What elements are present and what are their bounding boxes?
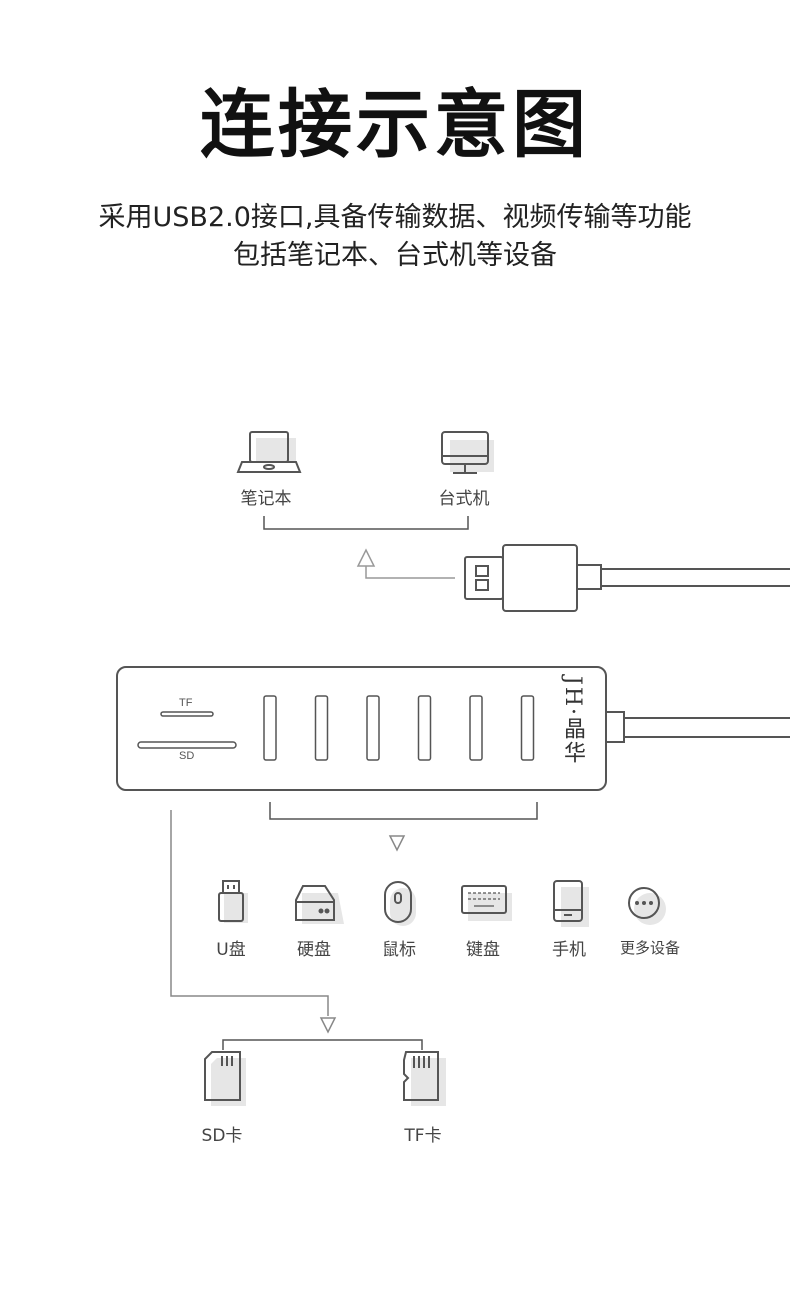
more-icon (628, 887, 666, 925)
usb-port (417, 695, 432, 761)
subtitle-line-1: 采用USB2.0接口,具备传输数据、视频传输等功能 (98, 202, 692, 233)
card-label-sd: SD卡 (201, 1126, 243, 1146)
hard-drive-icon (295, 885, 344, 924)
sd-slot (137, 741, 237, 749)
card-label-tf: TF卡 (404, 1126, 442, 1146)
tf-slot-label: TF (179, 697, 193, 709)
sd-card-icon (204, 1051, 246, 1106)
usb-flash-drive-icon (218, 880, 248, 923)
usb-plug (464, 544, 790, 612)
usb-port (469, 695, 483, 761)
tf-card-icon (403, 1051, 446, 1106)
usb-port (366, 695, 380, 761)
page-title: 连接示意图 (200, 82, 590, 168)
laptop-icon (236, 431, 302, 473)
device-label-keyboard: 键盘 (466, 940, 500, 960)
device-label-hard-drive: 硬盘 (297, 940, 331, 960)
device-label-phone: 手机 (552, 940, 586, 960)
keyboard-icon (461, 885, 512, 921)
device-label-more: 更多设备 (619, 939, 680, 957)
host-label-laptop: 笔记本 (240, 489, 292, 509)
host-label-desktop: 台式机 (438, 489, 490, 509)
brand-logo: JH·晶华 (560, 676, 585, 765)
subtitle-line-2: 包括笔记本、台式机等设备 (233, 240, 557, 271)
desktop-monitor-icon (441, 431, 494, 474)
phone-icon (553, 880, 589, 927)
tf-slot (160, 711, 214, 717)
usb-port (314, 695, 329, 761)
usb-port (263, 695, 277, 761)
device-label-usb-drive: U盘 (216, 940, 246, 960)
usb-port (520, 695, 535, 761)
mouse-icon (384, 881, 416, 926)
sd-slot-label: SD (179, 750, 195, 762)
usb-hub (116, 666, 790, 791)
device-label-mouse: 鼠标 (382, 940, 416, 960)
